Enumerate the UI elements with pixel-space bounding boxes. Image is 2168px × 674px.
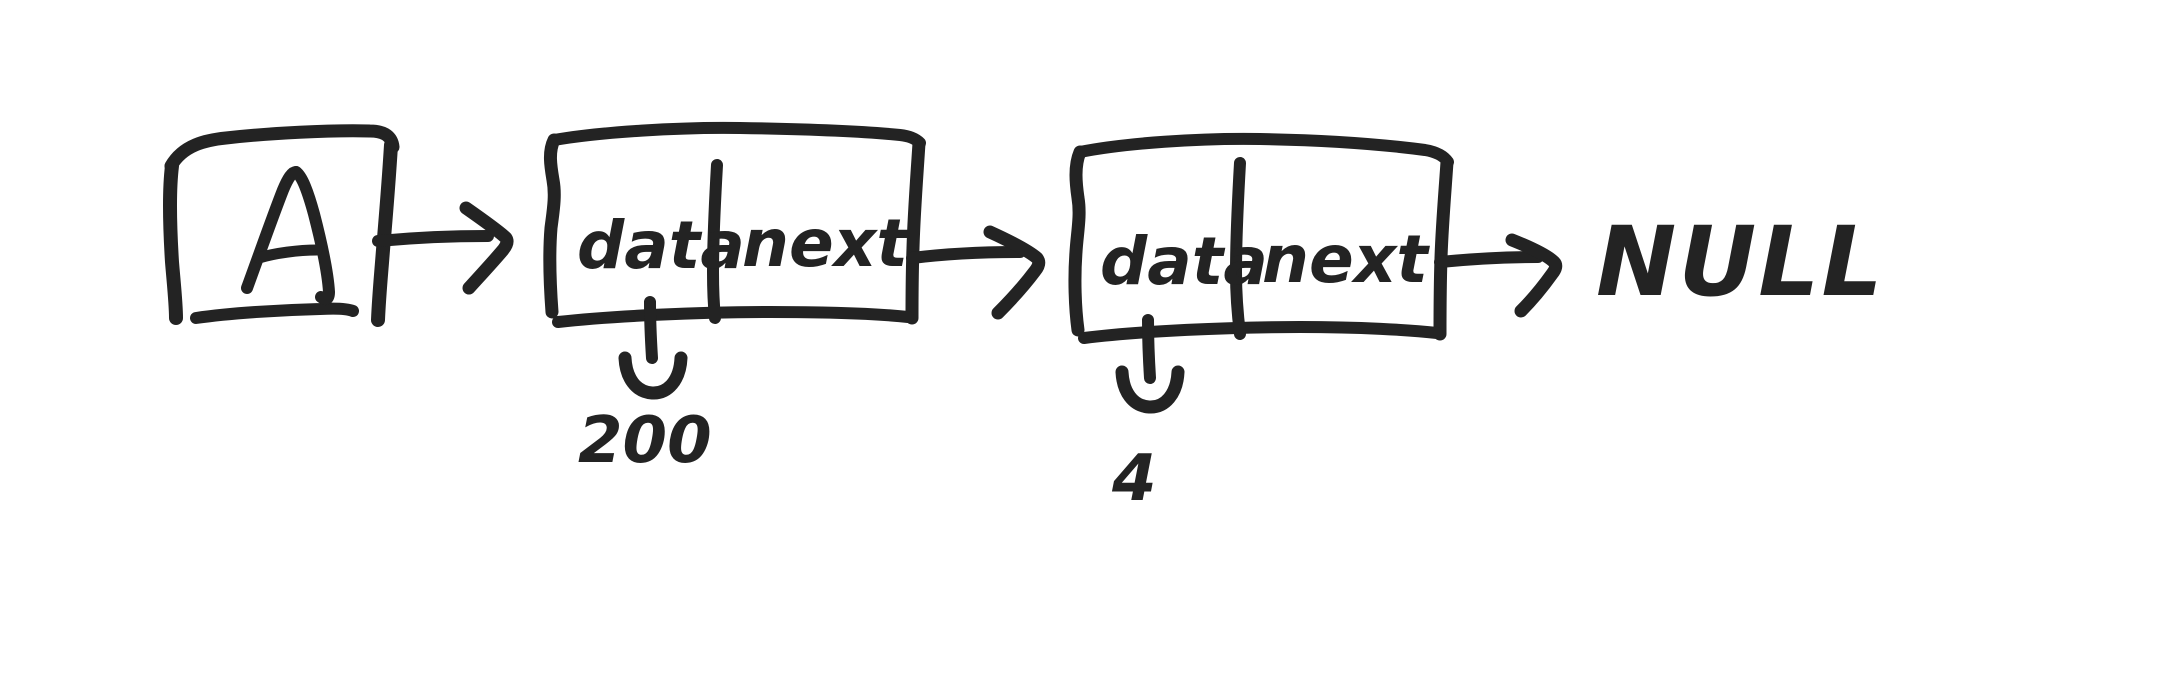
node-1-next-label: next — [742, 205, 910, 282]
node-1-value-hook-icon — [618, 351, 688, 400]
arrow-node-2-to-null — [1434, 233, 1563, 318]
node-2-left-edge — [1068, 145, 1087, 337]
node-2-cell-divider — [1230, 157, 1246, 340]
head-pointer-box[interactable]: A — [163, 124, 400, 327]
node-2-value-stem — [1142, 314, 1156, 384]
node-1-value-label: 200 — [578, 404, 712, 478]
head-box-letter-A — [241, 166, 335, 305]
null-terminator: NULL — [1596, 206, 1885, 318]
node-2-value-pointer — [1115, 314, 1185, 414]
arrow-2-shaft — [906, 246, 1026, 264]
head-box-top-edge — [164, 124, 400, 173]
node-1-left-edge — [543, 133, 561, 319]
node-2-value-label: 4 — [1111, 442, 1157, 516]
node-2-value-hook-icon — [1115, 365, 1185, 414]
arrow-head-to-node-1 — [372, 201, 514, 295]
arrow-2-head — [983, 225, 1046, 320]
node-2-top-edge — [1074, 132, 1454, 168]
arrow-node-1-to-node-2 — [906, 225, 1046, 320]
node-1-cell-divider — [707, 159, 723, 324]
arrow-3-head — [1505, 233, 1563, 318]
head-box-right-edge — [371, 138, 398, 327]
node-1[interactable]: data next — [543, 121, 926, 328]
node-1-bottom-edge — [552, 306, 914, 328]
node-1-value-pointer — [618, 296, 688, 400]
letter-a-crossbar — [253, 244, 323, 264]
head-box-bottom-edge — [190, 302, 359, 324]
node-2-next-label: next — [1262, 221, 1430, 298]
node-2-data-label: data — [1100, 223, 1268, 300]
letter-a-right-stroke — [290, 166, 335, 305]
node-2-right-edge — [1433, 155, 1454, 341]
arrow-3-shaft — [1434, 251, 1544, 268]
letter-a-left-stroke — [241, 166, 302, 294]
head-box-left-edge — [163, 159, 183, 325]
node-1-data-label: data — [577, 207, 745, 284]
node-2-bottom-edge — [1078, 321, 1443, 344]
node-1-right-edge — [905, 136, 926, 325]
arrow-1-head — [459, 201, 514, 295]
node-1-top-edge — [548, 121, 926, 149]
arrow-1-shaft — [372, 230, 494, 247]
node-1-value-stem — [644, 296, 658, 364]
node-2[interactable]: data next — [1068, 132, 1454, 344]
